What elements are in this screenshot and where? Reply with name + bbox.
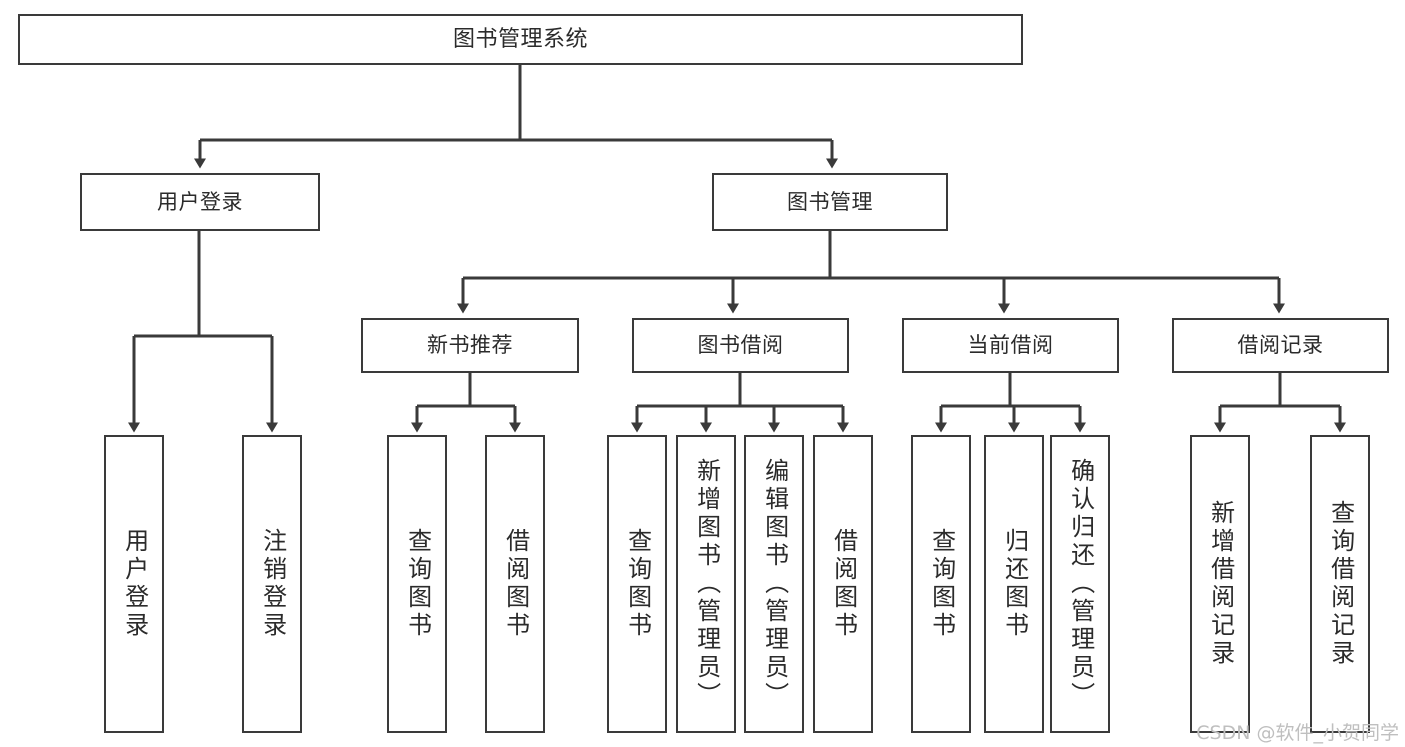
leaf-query-record-label: 查询借阅记录 [1326,500,1355,668]
node-book-borrow[interactable]: 图书借阅 [632,318,849,373]
leaf-borrow-book-2-label: 借阅图书 [829,528,858,640]
leaf-borrow-book-2[interactable]: 借阅图书 [813,435,873,733]
leaf-query-book-1-label: 查询图书 [403,528,432,640]
watermark-text: CSDN @软件_小贺同学 [1196,722,1399,744]
leaf-query-record[interactable]: 查询借阅记录 [1310,435,1370,733]
leaf-query-book-2[interactable]: 查询图书 [607,435,667,733]
leaf-add-book[interactable]: 新增图书（管理员） [676,435,736,733]
node-current-borrow[interactable]: 当前借阅 [902,318,1119,373]
leaf-add-record-label: 新增借阅记录 [1206,500,1235,668]
leaf-user-login[interactable]: 用户登录 [104,435,164,733]
leaf-add-record[interactable]: 新增借阅记录 [1190,435,1250,733]
node-user-login-label: 用户登录 [157,189,243,214]
leaf-query-book-3-label: 查询图书 [927,528,956,640]
node-new-book-recommend[interactable]: 新书推荐 [361,318,579,373]
leaf-edit-book-label: 编辑图书（管理员） [760,458,789,710]
node-borrow-record-label: 借阅记录 [1237,333,1324,358]
node-root[interactable]: 图书管理系统 [18,14,1023,65]
leaf-add-book-label: 新增图书（管理员） [692,458,721,710]
leaf-confirm-return-label: 确认归还（管理员） [1066,458,1095,710]
leaf-confirm-return[interactable]: 确认归还（管理员） [1050,435,1110,733]
node-book-manage-label: 图书管理 [787,189,873,214]
leaf-return-book[interactable]: 归还图书 [984,435,1044,733]
leaf-query-book-2-label: 查询图书 [623,528,652,640]
node-book-manage[interactable]: 图书管理 [712,173,948,231]
node-borrow-record[interactable]: 借阅记录 [1172,318,1389,373]
leaf-borrow-book-1-label: 借阅图书 [501,528,530,640]
leaf-logout-label: 注销登录 [258,528,287,640]
leaf-edit-book[interactable]: 编辑图书（管理员） [744,435,804,733]
connectors [128,65,1346,433]
leaf-return-book-label: 归还图书 [1000,528,1029,640]
leaf-borrow-book-1[interactable]: 借阅图书 [485,435,545,733]
node-root-label: 图书管理系统 [452,26,588,52]
leaf-logout[interactable]: 注销登录 [242,435,302,733]
leaf-query-book-3[interactable]: 查询图书 [911,435,971,733]
node-current-borrow-label: 当前借阅 [967,333,1054,358]
node-new-book-recommend-label: 新书推荐 [427,333,513,358]
leaf-query-book-1[interactable]: 查询图书 [387,435,447,733]
node-book-borrow-label: 图书借阅 [697,333,784,358]
node-user-login[interactable]: 用户登录 [80,173,320,231]
leaf-user-login-label: 用户登录 [120,528,149,640]
